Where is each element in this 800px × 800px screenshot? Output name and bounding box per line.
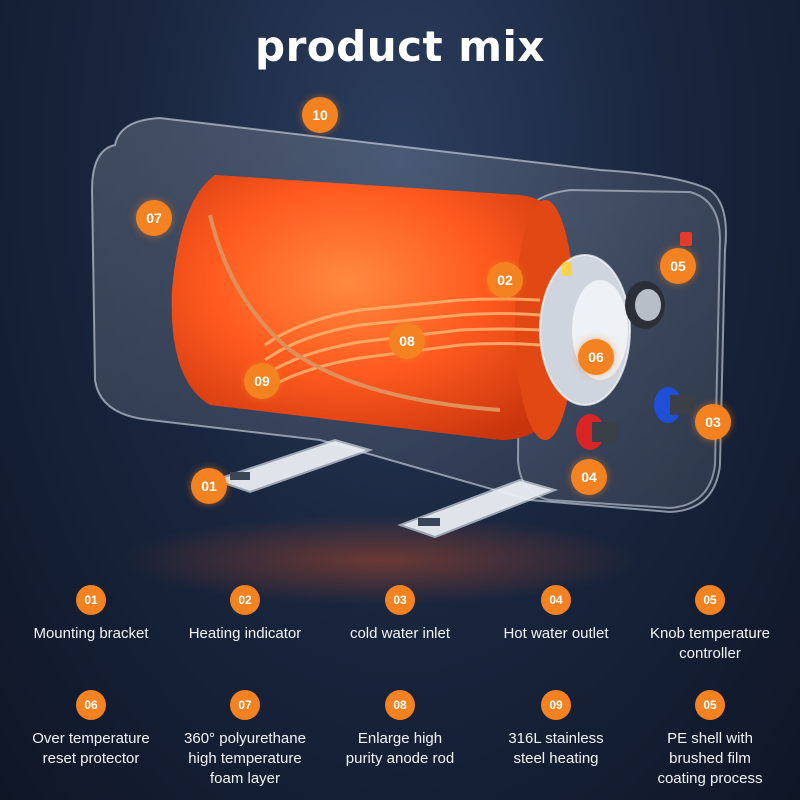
cold-water-inlet	[654, 387, 696, 423]
callout-06: 06	[578, 339, 614, 375]
legend-badge: 01	[76, 585, 106, 615]
hot-water-outlet	[576, 414, 618, 450]
legend-label: Over temperature reset protector	[32, 730, 150, 767]
callout-07: 07	[136, 200, 172, 236]
legend-label: PE shell with brushed film coating proce…	[657, 730, 763, 787]
legend-label: Enlarge high purity anode rod	[345, 730, 455, 767]
legend-label: 360° polyurethane high temperature foam …	[184, 730, 306, 787]
heating-indicator-light	[562, 262, 572, 276]
callout-09: 09	[244, 363, 280, 399]
page-title: product mix	[255, 22, 545, 71]
legend-label: Hot water outlet	[503, 625, 609, 642]
legend-item-01: 01 Mounting bracket	[11, 585, 171, 644]
legend-item-05: 05 Knob temperature controller	[630, 585, 790, 664]
tank-body	[171, 175, 566, 440]
legend-item-06: 06 Over temperature reset protector	[11, 690, 171, 769]
callout-03: 03	[695, 404, 731, 440]
legend-badge: 08	[385, 690, 415, 720]
legend-item-04: 04 Hot water outlet	[476, 585, 636, 644]
legend-item-07: 07 360° polyurethane high temperature fo…	[165, 690, 325, 789]
callout-02: 02	[487, 262, 523, 298]
legend-badge: 03	[385, 585, 415, 615]
legend-badge: 06	[76, 690, 106, 720]
legend-badge: 05	[695, 585, 725, 615]
legend-item-03: 03 cold water inlet	[320, 585, 480, 644]
callout-05: 05	[660, 248, 696, 284]
callout-01: 01	[191, 468, 227, 504]
legend-label: Heating indicator	[188, 625, 302, 642]
legend-label: 316L stainless steel heating	[508, 730, 604, 767]
legend-item-10: 05 PE shell with brushed film coating pr…	[630, 690, 790, 789]
legend-badge: 05	[695, 690, 725, 720]
legend-item-02: 02 Heating indicator	[165, 585, 325, 644]
floor-reflection	[120, 515, 640, 605]
legend-badge: 09	[541, 690, 571, 720]
callout-04: 04	[571, 459, 607, 495]
legend-badge: 07	[230, 690, 260, 720]
legend-item-08: 08 Enlarge high purity anode rod	[320, 690, 480, 769]
knob-controller	[625, 281, 665, 329]
legend-label: cold water inlet	[349, 625, 451, 642]
callout-08: 08	[389, 323, 425, 359]
legend-item-09: 09 316L stainless steel heating	[476, 690, 636, 769]
legend-badge: 04	[541, 585, 571, 615]
anode-rod	[208, 214, 501, 412]
legend-badge: 02	[230, 585, 260, 615]
callout-10: 10	[302, 97, 338, 133]
legend-label: Mounting bracket	[33, 625, 149, 642]
legend-label: Knob temperature controller	[649, 625, 771, 662]
